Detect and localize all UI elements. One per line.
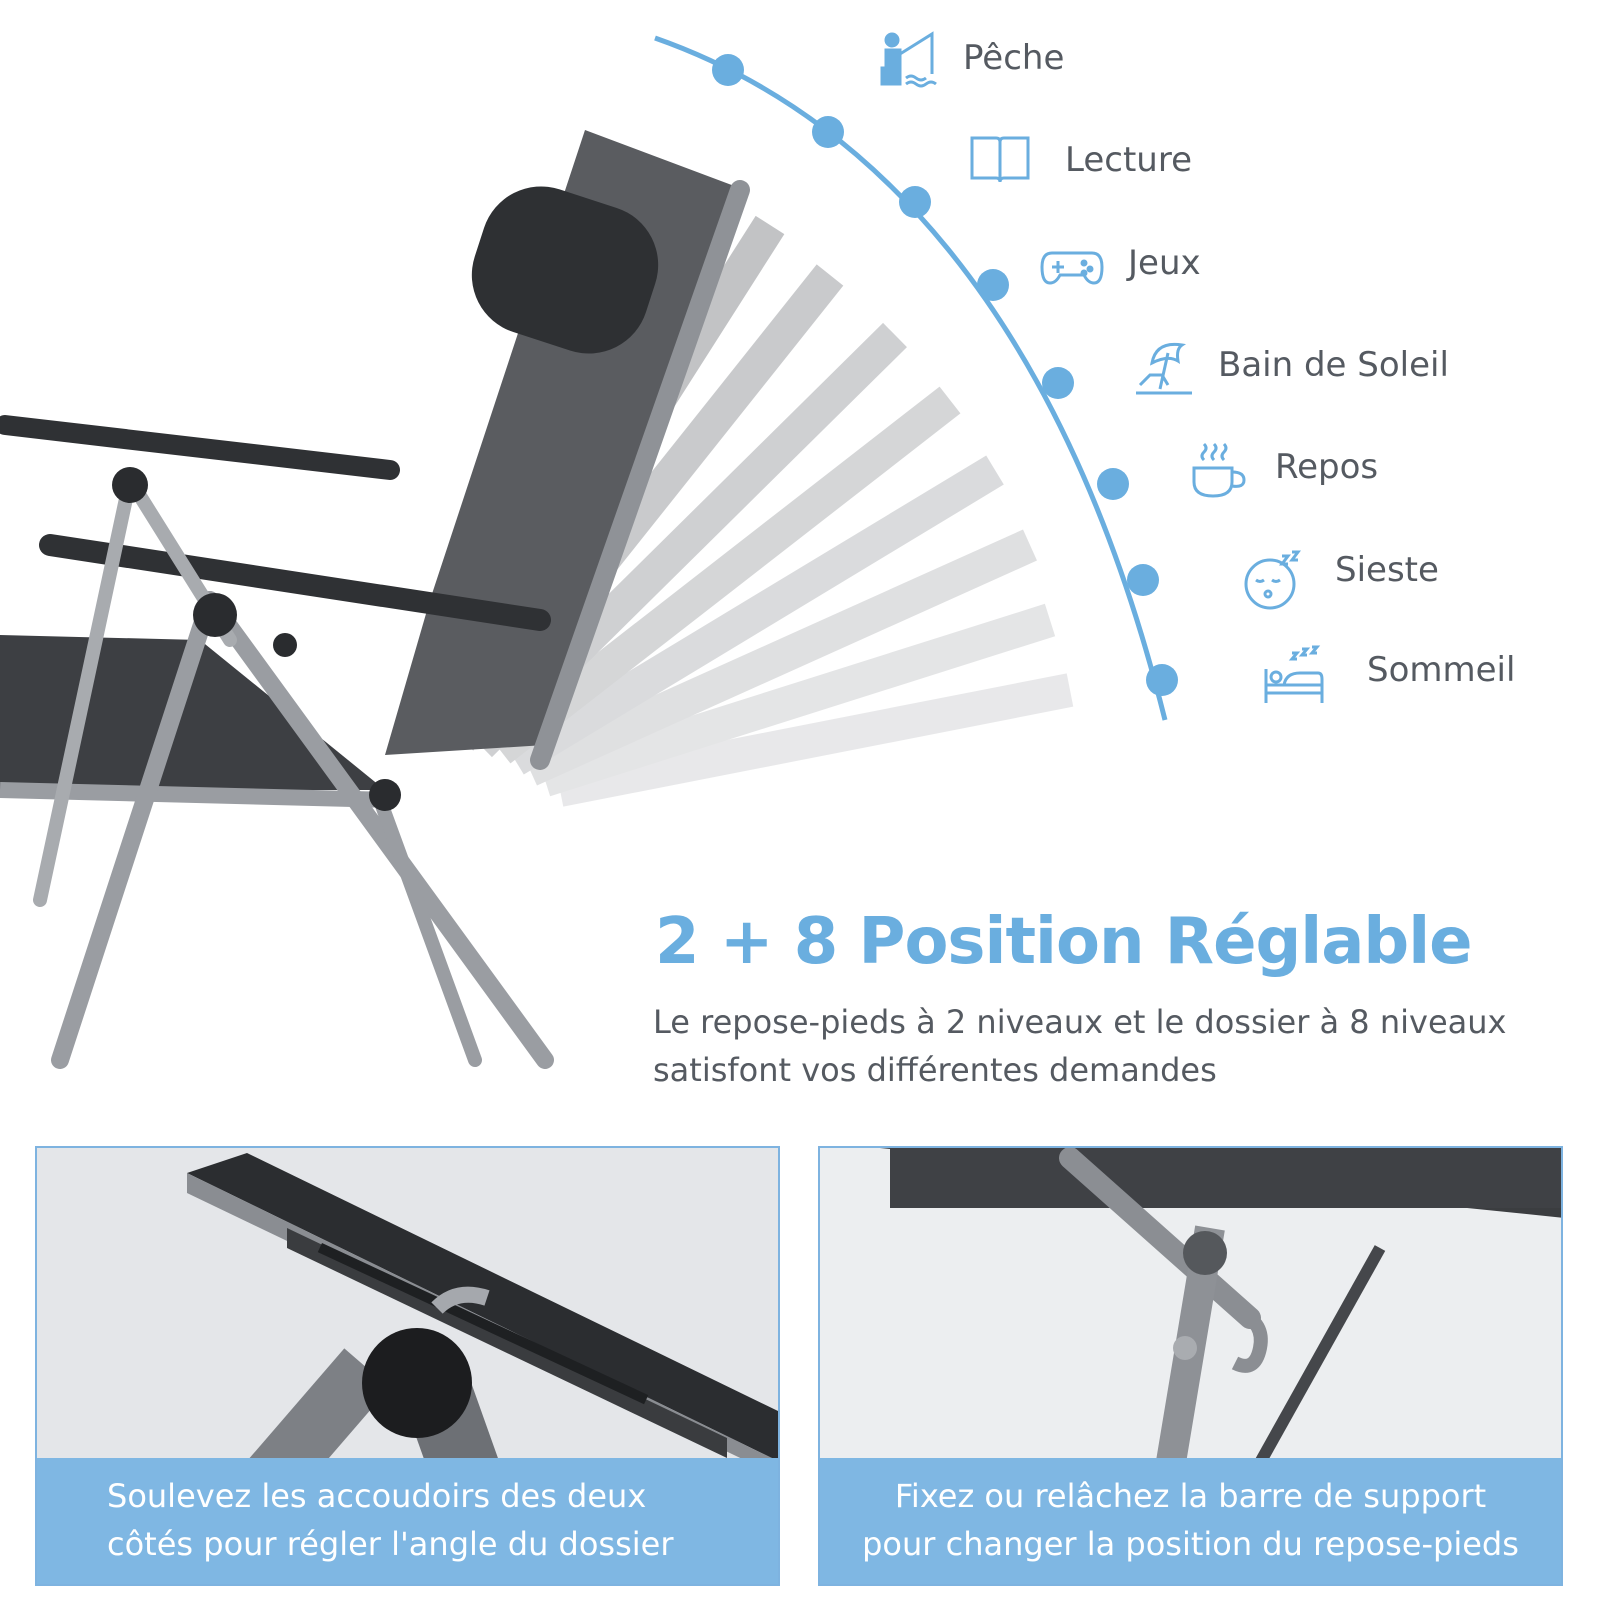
- caption-footrest-line1: Fixez ou relâchez la barre de support: [894, 1477, 1487, 1515]
- caption-footrest: Fixez ou relâchez la barre de support po…: [820, 1458, 1561, 1584]
- position-dot: [977, 269, 1009, 301]
- position-label-peche: Pêche: [963, 38, 1065, 78]
- coffee-cup-icon: [1192, 442, 1246, 498]
- gamepad-icon: [1040, 251, 1104, 285]
- position-dot: [1097, 468, 1129, 500]
- position-arc: [654, 35, 1178, 721]
- position-label-lecture: Lecture: [1065, 140, 1192, 180]
- bed-icon: [1264, 645, 1324, 703]
- position-dot: [1127, 564, 1159, 596]
- caption-armrest-line1: Soulevez les accoudoirs des deux: [107, 1477, 647, 1515]
- detail-panel-armrest: Soulevez les accoudoirs des deux côtés p…: [35, 1146, 780, 1586]
- fishing-icon: [880, 31, 937, 88]
- backrest-fabric: [385, 130, 745, 755]
- position-dot: [899, 186, 931, 218]
- seat-fabric: [0, 635, 385, 790]
- armrest-back: [0, 415, 400, 480]
- book-icon: [970, 136, 1030, 183]
- position-dot: [712, 54, 744, 86]
- position-dot: [812, 116, 844, 148]
- position-dot: [1042, 367, 1074, 399]
- position-label-bain-de-soleil: Bain de Soleil: [1218, 345, 1449, 385]
- caption-armrest: Soulevez les accoudoirs des deux côtés p…: [37, 1458, 778, 1584]
- position-dot: [1146, 664, 1178, 696]
- headrest-pillow: [471, 186, 659, 354]
- position-label-sieste: Sieste: [1335, 550, 1439, 590]
- position-label-jeux: Jeux: [1128, 243, 1201, 283]
- caption-armrest-line2: côtés pour régler l'angle du dossier: [107, 1525, 674, 1563]
- description: Le repose-pieds à 2 niveaux et le dossie…: [653, 1003, 1507, 1089]
- detail-panel-footrest: Fixez ou relâchez la barre de support po…: [818, 1146, 1563, 1586]
- caption-footrest-line2: pour changer la position du repose-pieds: [862, 1525, 1519, 1563]
- position-label-sommeil: Sommeil: [1367, 650, 1516, 690]
- headline: 2 + 8 Position Réglable: [655, 905, 1473, 979]
- reclining-chair-illustration: [0, 130, 1074, 1069]
- beach-umbrella-icon: [1136, 342, 1192, 395]
- sleepy-face-icon: [1244, 550, 1301, 610]
- position-label-repos: Repos: [1275, 447, 1379, 487]
- armrest-front: [39, 534, 551, 631]
